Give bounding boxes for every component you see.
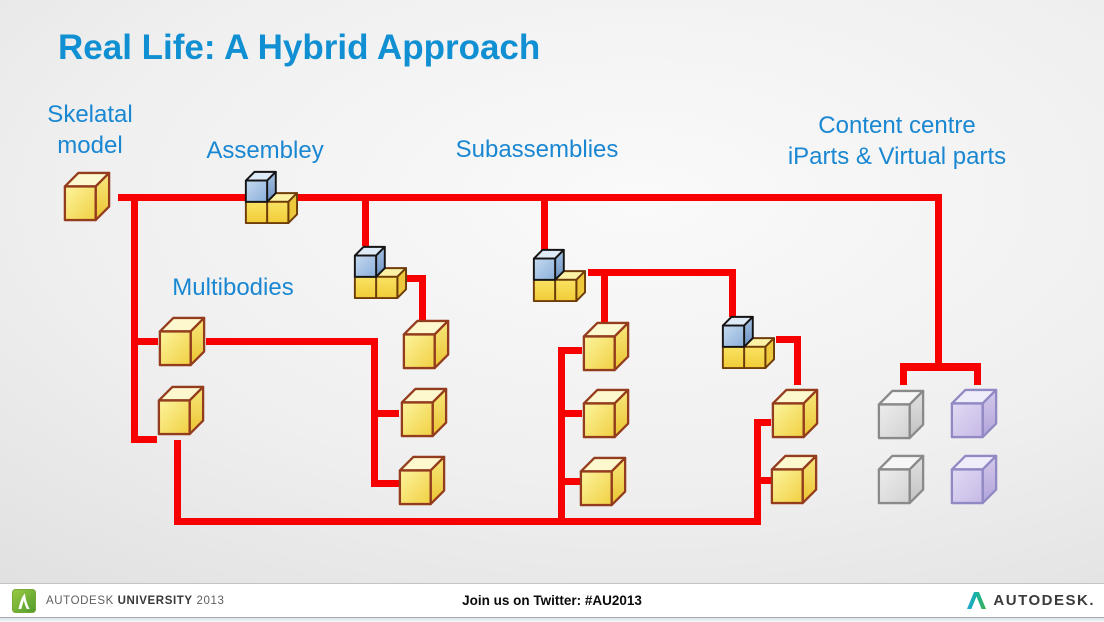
connector-content-tbar-left-leg xyxy=(900,363,907,385)
footer-word-year: 2013 xyxy=(196,594,225,607)
connector-sub3-elbow-h xyxy=(776,336,801,343)
multibody-1--part-cube-icon xyxy=(157,316,207,368)
twitter-hashtag-text: Join us on Twitter: #AU2013 xyxy=(462,593,642,608)
connector-left-nub-bottom xyxy=(138,436,157,443)
connector-sub2-nub-1 xyxy=(565,347,582,354)
connector-content-tbar-right-leg xyxy=(974,363,981,385)
autodesk-logo-icon xyxy=(967,591,987,610)
autodesk-university-logo-icon xyxy=(12,588,36,613)
label-multibodies: Multibodies xyxy=(172,272,293,303)
assembly-root--assembly-cubes-icon xyxy=(242,166,298,226)
footer-brand-left: AUTODESK UNIVERSITY 2013 xyxy=(12,584,224,617)
connector-sub2-trunk xyxy=(558,347,565,525)
slide-title: Real Life: A Hybrid Approach xyxy=(58,28,541,67)
footer-brand-right-text: AUTODESK. xyxy=(993,592,1095,609)
library-part-2--library-part-cube-icon xyxy=(876,454,926,506)
connector-sub1-elbow-v xyxy=(419,275,426,320)
footer-brand-left-text: AUTODESK UNIVERSITY 2013 xyxy=(46,595,224,607)
footer-word-university: UNIVERSITY xyxy=(117,594,193,607)
skeletal-part--part-cube-icon xyxy=(62,171,112,223)
footer-word-autodesk: AUTODESK xyxy=(46,594,114,607)
label-content-centre-line: Content centre xyxy=(818,112,976,139)
label-assembly: Assembley xyxy=(206,135,323,166)
connector-bottom-line xyxy=(174,518,761,525)
subassembly-2--assembly-cubes-icon xyxy=(530,244,586,304)
connector-content-tbar xyxy=(900,363,981,371)
subassembly-3--assembly-cubes-icon xyxy=(719,311,775,371)
connector-sub1-drop xyxy=(362,194,369,246)
label-subassemblies: Subassemblies xyxy=(456,134,619,165)
label-skeletal-model: Skelatal model xyxy=(47,99,132,161)
label-content-centre: Content centre iParts & Virtual parts xyxy=(788,110,1006,172)
connector-sub3-nub-1 xyxy=(761,419,771,426)
connector-sub1-nub-1 xyxy=(378,410,399,417)
sub1-part-3--part-cube-icon xyxy=(397,455,447,507)
connector-sub2-nub-2 xyxy=(565,410,582,417)
connector-left-trunk xyxy=(131,194,138,443)
connector-sub3-trunk xyxy=(754,419,761,525)
footer-accent-strip xyxy=(0,617,1104,622)
label-skeletal-model-line: Skelatal xyxy=(47,101,133,128)
sub2-part-3--part-cube-icon xyxy=(578,456,628,508)
multibody-2--part-cube-icon xyxy=(156,385,206,437)
connector-sub2-child1-drop xyxy=(601,269,608,322)
footer-bar: AUTODESK UNIVERSITY 2013 Join us on Twit… xyxy=(0,583,1104,617)
sub1-part-1--part-cube-icon xyxy=(401,319,451,371)
connector-content-drop xyxy=(935,194,942,370)
connector-sub2-drop xyxy=(541,194,548,251)
label-assembly-line: Assembley xyxy=(206,137,324,164)
label-multibodies-line: Multibodies xyxy=(172,274,294,301)
connector-multibody2-drop xyxy=(174,440,181,525)
connector-sub1-trunk xyxy=(371,338,378,487)
label-subassemblies-line: Subassemblies xyxy=(455,136,619,163)
connector-sub1-elbow-h xyxy=(399,275,426,282)
connector-multibody1-line xyxy=(206,338,378,345)
connector-main-line xyxy=(118,194,942,201)
connector-sub3-nub-2 xyxy=(761,477,771,484)
connector-sub1-nub-2 xyxy=(378,480,399,487)
label-skeletal-model-line: model xyxy=(57,132,123,159)
connector-sub2-elbow-h xyxy=(588,269,736,276)
connector-sub2-elbow-v xyxy=(729,269,736,317)
connector-left-nub-top xyxy=(138,338,158,345)
sub2-part-1--part-cube-icon xyxy=(581,321,631,373)
connector-sub3-elbow-v xyxy=(794,336,801,385)
sub3-part-1--part-cube-icon xyxy=(770,388,820,440)
sub1-part-2--part-cube-icon xyxy=(399,387,449,439)
label-content-centre-line: iParts & Virtual parts xyxy=(787,143,1007,170)
subassembly-1--assembly-cubes-icon xyxy=(351,241,407,301)
library-part-1--library-part-cube-icon xyxy=(876,389,926,441)
sub2-part-2--part-cube-icon xyxy=(581,388,631,440)
virtual-part-1--virtual-part-cube-icon xyxy=(949,388,999,440)
footer-brand-right: AUTODESK. xyxy=(966,584,1095,617)
connector-sub2-nub-3 xyxy=(565,478,582,485)
sub3-part-2--part-cube-icon xyxy=(769,454,819,506)
virtual-part-2--virtual-part-cube-icon xyxy=(949,454,999,506)
